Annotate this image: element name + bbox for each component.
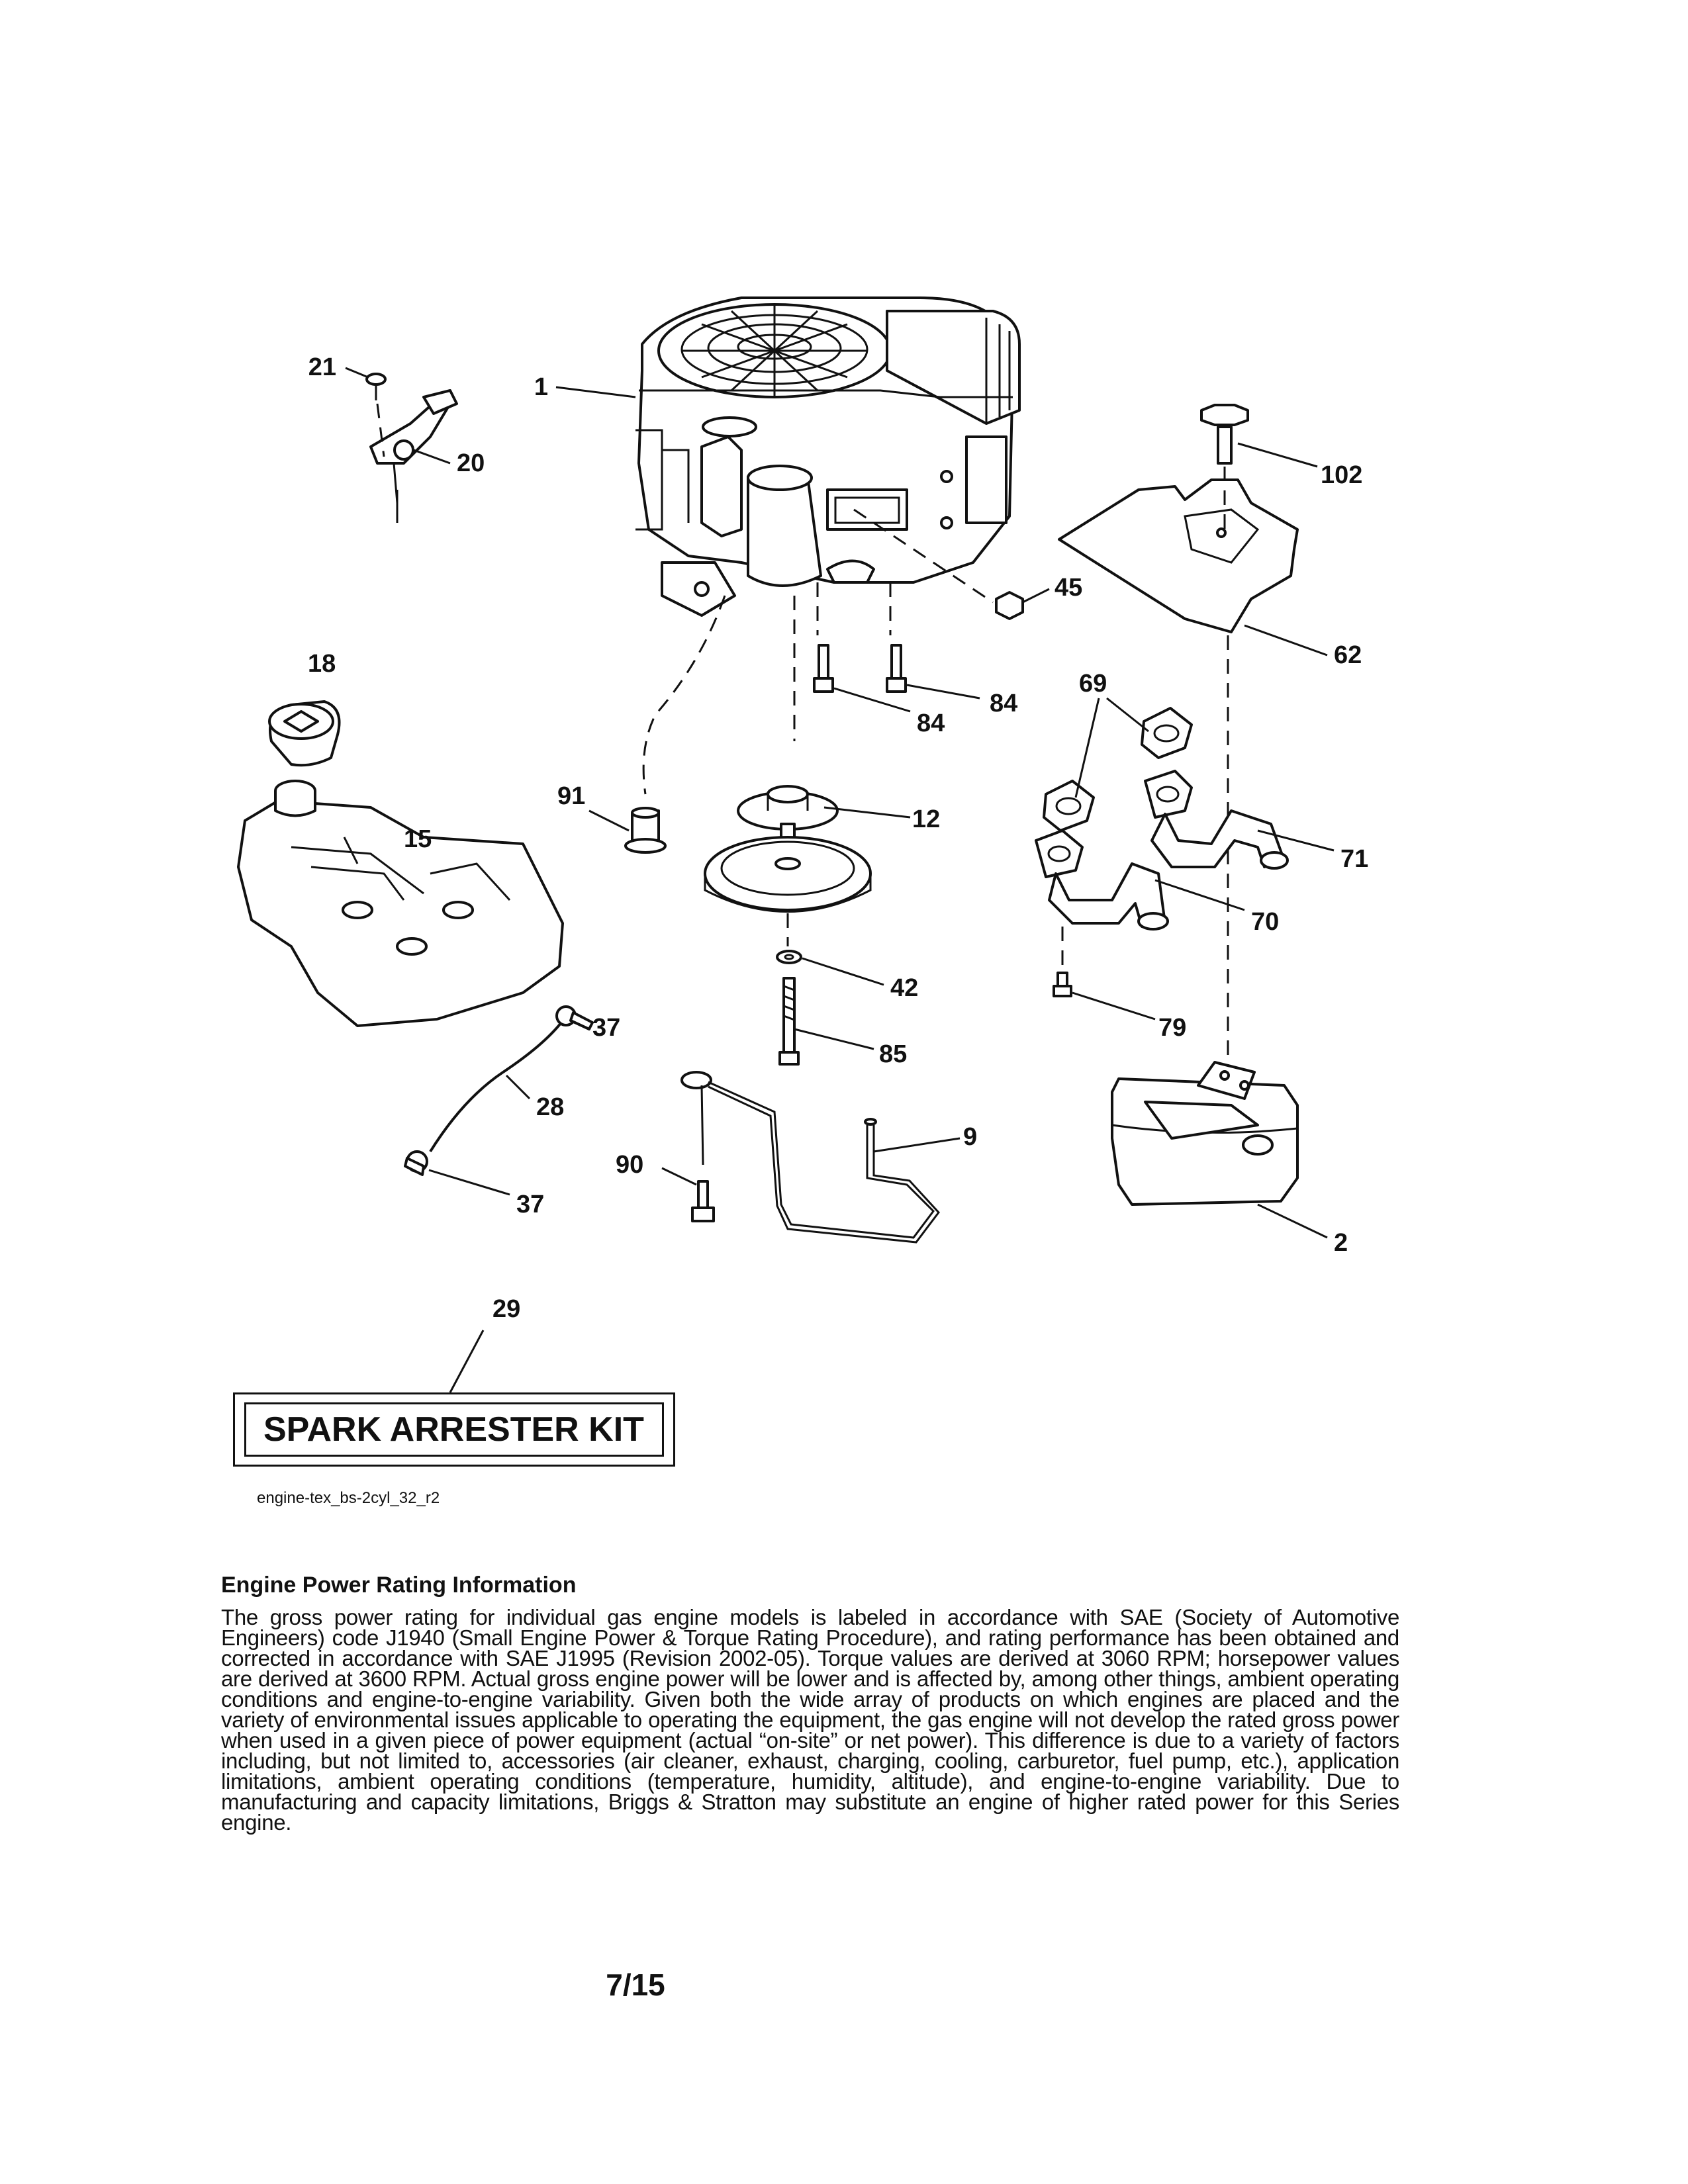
callout-1: 1 xyxy=(534,373,548,401)
centerline-91 xyxy=(642,595,726,795)
leader-90 xyxy=(661,1167,697,1186)
callout-21: 21 xyxy=(308,353,336,381)
parts-diagram: 1 21 20 102 62 45 xyxy=(237,296,1368,1393)
callout-42: 42 xyxy=(890,974,918,1002)
callout-70: 70 xyxy=(1251,908,1279,936)
leader-29 xyxy=(449,1330,485,1393)
callout-9: 9 xyxy=(963,1123,977,1151)
muffler-part-2 xyxy=(1111,1061,1299,1206)
callout-37a: 37 xyxy=(592,1014,620,1042)
callout-29: 29 xyxy=(492,1295,520,1323)
bolt-part-21 xyxy=(365,373,387,400)
leader-9 xyxy=(873,1137,961,1153)
rod-part-9 xyxy=(680,1071,940,1244)
washer-part-42 xyxy=(776,950,802,964)
diagram-code: engine-tex_bs-2cyl_32_r2 xyxy=(257,1489,440,1507)
callout-69: 69 xyxy=(1079,670,1107,698)
bolt-part-85 xyxy=(778,977,800,1066)
leader-45 xyxy=(1022,588,1050,604)
leader-12 xyxy=(823,806,911,819)
gasket-part-69b xyxy=(1043,780,1095,832)
callout-62: 62 xyxy=(1334,641,1362,669)
leader-2 xyxy=(1257,1203,1328,1239)
bolt-part-84b xyxy=(886,644,907,693)
engine-part-1 xyxy=(635,296,1021,617)
leader-70 xyxy=(1154,879,1245,911)
centerline-45 xyxy=(853,508,994,604)
callout-90: 90 xyxy=(616,1151,643,1179)
leader-20 xyxy=(413,449,451,465)
leader-79 xyxy=(1072,991,1156,1021)
callout-84a: 84 xyxy=(917,709,945,737)
bolt-part-102 xyxy=(1200,404,1249,465)
callout-15: 15 xyxy=(404,825,432,853)
callout-91: 91 xyxy=(557,782,585,810)
clamp-part-37b xyxy=(404,1150,428,1176)
callout-85: 85 xyxy=(879,1040,907,1068)
leader-69a xyxy=(1074,698,1100,798)
callout-18: 18 xyxy=(308,650,336,678)
leader-15 xyxy=(343,837,359,864)
bracket-part-20 xyxy=(369,389,458,523)
leader-62 xyxy=(1244,624,1328,657)
fuel-line-part-28 xyxy=(429,1021,563,1153)
leader-1 xyxy=(555,386,636,398)
leader-91 xyxy=(588,809,630,832)
clamp-part-37a xyxy=(555,1005,594,1030)
callout-28: 28 xyxy=(536,1093,564,1121)
page-number: 7/15 xyxy=(606,1968,665,2002)
leader-85 xyxy=(794,1028,874,1050)
callout-20: 20 xyxy=(457,449,485,477)
callout-37b: 37 xyxy=(516,1191,544,1218)
leader-42 xyxy=(802,957,884,986)
bolt-part-79 xyxy=(1053,972,1072,997)
leader-71 xyxy=(1257,829,1335,852)
pulley-part-12 xyxy=(704,785,872,913)
callout-79: 79 xyxy=(1158,1014,1186,1042)
spark-arrester-kit-label: SPARK ARRESTER KIT xyxy=(244,1402,664,1457)
spark-arrester-kit-box: SPARK ARRESTER KIT xyxy=(233,1392,675,1467)
fuel-tank-part-15 xyxy=(237,780,564,1027)
leader-37b xyxy=(428,1169,510,1196)
callout-2: 2 xyxy=(1334,1229,1348,1257)
leader-28 xyxy=(505,1074,531,1100)
gasket-part-69a xyxy=(1141,707,1193,759)
nut-part-45 xyxy=(995,591,1024,620)
callout-12: 12 xyxy=(912,805,940,833)
bushing-part-91 xyxy=(624,807,667,854)
heat-shield-part-62 xyxy=(1058,478,1299,633)
bolt-part-90 xyxy=(691,1180,715,1222)
bolt-part-84a xyxy=(813,644,834,693)
leader-102 xyxy=(1237,442,1318,468)
info-heading: Engine Power Rating Information xyxy=(221,1572,577,1598)
fuel-cap-part-18 xyxy=(268,700,341,767)
leader-84b xyxy=(906,684,980,700)
callout-84b: 84 xyxy=(990,690,1017,717)
leader-69b xyxy=(1106,697,1149,733)
leader-84a xyxy=(833,687,911,713)
centerline-90 xyxy=(700,1085,704,1165)
leader-21 xyxy=(345,367,369,379)
exhaust-pipe-part-70 xyxy=(1035,829,1169,931)
info-body: The gross power rating for individual ga… xyxy=(221,1605,1399,1835)
callout-45: 45 xyxy=(1055,574,1082,602)
callout-71: 71 xyxy=(1340,845,1368,873)
callout-102: 102 xyxy=(1321,461,1362,489)
exhaust-pipe-part-71 xyxy=(1144,770,1289,870)
